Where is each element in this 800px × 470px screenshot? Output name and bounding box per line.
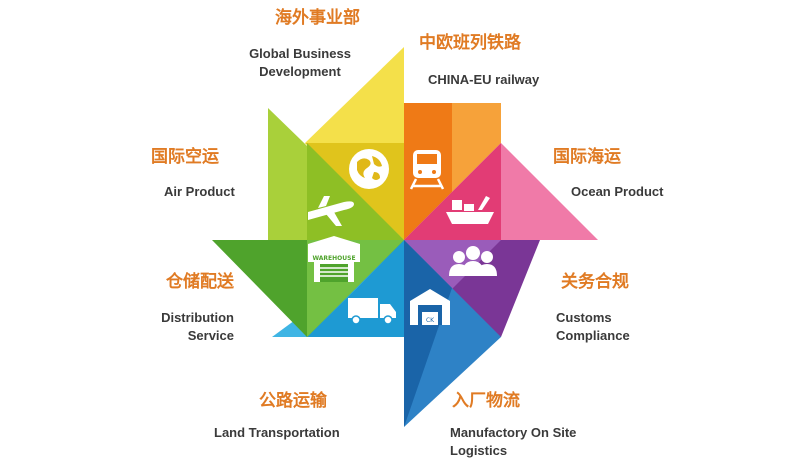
china-eu-railway-cn-label: 中欧班列铁路 bbox=[419, 33, 521, 53]
train-icon bbox=[409, 150, 445, 190]
global-business-en-label: Global Business Development bbox=[249, 46, 351, 79]
land-transportation-en-label: Land Transportation bbox=[214, 425, 340, 440]
customs-compliance-en-label: Customs Compliance bbox=[556, 310, 630, 343]
land-transportation-cn-label: 公路运输 bbox=[259, 391, 327, 411]
manufactory-logistics-cn-label: 入厂物流 bbox=[452, 391, 520, 411]
warehouse-icon: WAREHOUSE bbox=[308, 236, 360, 282]
distribution-service-cn-label: 仓储配送 bbox=[166, 272, 234, 292]
global-business-cn-label: 海外事业部 bbox=[275, 8, 360, 28]
people-icon bbox=[449, 246, 497, 276]
air-product-cn-label: 国际空运 bbox=[151, 147, 219, 167]
airplane-icon bbox=[308, 196, 354, 226]
ocean-product-en-label: Ocean Product bbox=[571, 184, 664, 199]
truck-icon bbox=[348, 298, 396, 325]
warehouse-icon-text: WAREHOUSE bbox=[312, 255, 355, 262]
china-eu-railway-en-label: CHINA-EU railway bbox=[428, 72, 540, 87]
manufactory-logistics-en-label: Manufactory On Site Logistics bbox=[450, 425, 577, 458]
air-product-en-label: Air Product bbox=[164, 184, 235, 199]
distribution-service-en-label: Distribution Service bbox=[161, 310, 234, 343]
ocean-product-cn-label: 国际海运 bbox=[553, 147, 621, 167]
customs-compliance-cn-label: 关务合规 bbox=[561, 272, 629, 292]
globe-icon bbox=[349, 149, 389, 189]
factory-icon-text: CK bbox=[426, 317, 435, 324]
ship-icon bbox=[446, 196, 494, 224]
segment-manufactory-logistics bbox=[404, 240, 501, 427]
factory-icon: CK bbox=[410, 289, 450, 325]
